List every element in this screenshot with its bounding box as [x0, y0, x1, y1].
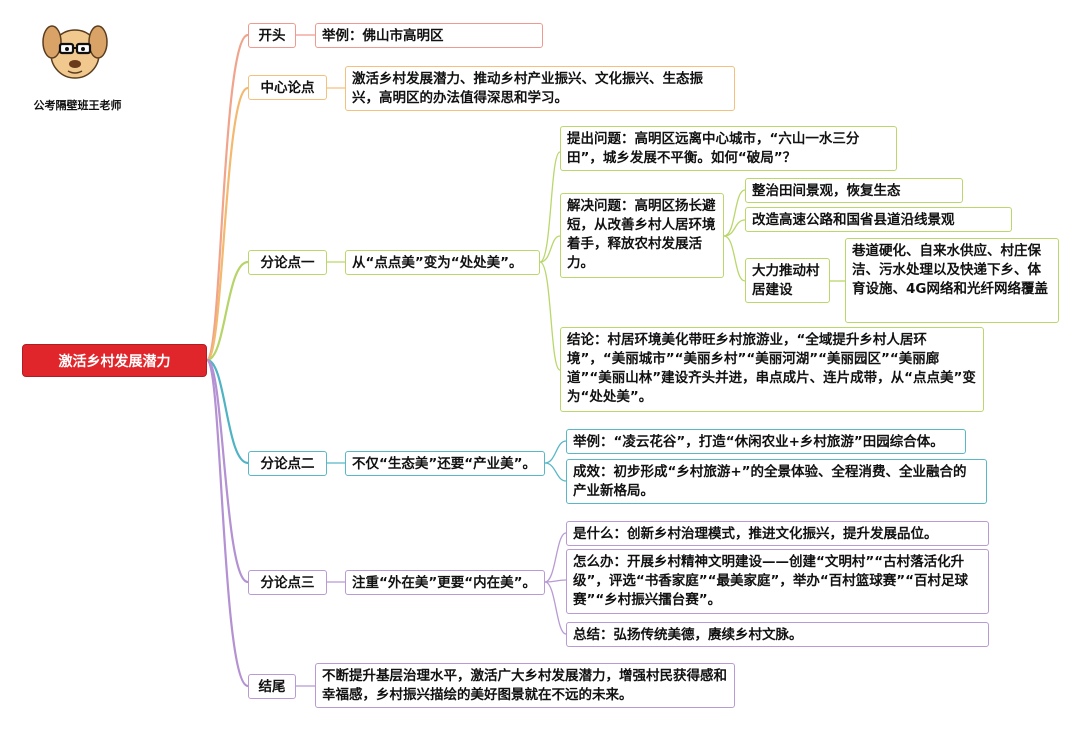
- zhongxin-content[interactable]: 激活乡村发展潜力、推动乡村产业振兴、文化振兴、生态振兴，高明区的办法值得深思和学…: [345, 66, 735, 111]
- fenlun1-problem[interactable]: 提出问题：高明区远离中心城市，“六山一水三分田”，城乡发展不平衡。如何“破局”？: [560, 126, 897, 171]
- connector-root-fenlun3: [207, 360, 248, 582]
- connector-root-jiewei: [207, 360, 248, 686]
- branch-fenlundian-2[interactable]: 分论点二: [248, 451, 327, 476]
- fenlun2-result[interactable]: 成效：初步形成“乡村旅游+”的全景体验、全程消费、全业融合的产业新格局。: [566, 459, 987, 504]
- fenlun3-thesis[interactable]: 注重“外在美”更要“内在美”。: [345, 570, 545, 595]
- fenlun3-summary[interactable]: 总结：弘扬传统美德，赓续乡村文脉。: [566, 622, 989, 647]
- branch-zhongxin-lundian[interactable]: 中心论点: [248, 75, 327, 100]
- fenlun3-what[interactable]: 是什么：创新乡村治理模式，推进文化振兴，提升发展品位。: [566, 521, 989, 546]
- fenlun1-conclusion[interactable]: 结论：村居环境美化带旺乡村旅游业，“全域提升乡村人居环境”，“美丽城市”“美丽乡…: [560, 327, 984, 412]
- solution-item-village-construction[interactable]: 大力推动村居建设: [745, 258, 830, 303]
- branch-jiewei[interactable]: 结尾: [248, 674, 296, 699]
- village-construction-details[interactable]: 巷道硬化、自来水供应、村庄保洁、污水处理以及快递下乡、体育设施、4G网络和光纤网…: [845, 238, 1059, 323]
- fenlun3-how[interactable]: 怎么办：开展乡村精神文明建设——创建“文明村”“古村落活化升级”，评选“书香家庭…: [566, 549, 989, 614]
- fenlun2-thesis[interactable]: 不仅“生态美”还要“产业美”。: [345, 451, 545, 476]
- author-caption: 公考隔壁班王老师: [20, 97, 135, 113]
- jiewei-content[interactable]: 不断提升基层治理水平，激活广大乡村发展潜力，增强村民获得感和幸福感，乡村振兴描绘…: [315, 663, 735, 708]
- fenlun1-solution[interactable]: 解决问题：高明区扬长避短，从改善乡村人居环境着手，释放农村发展活力。: [560, 193, 724, 278]
- fenlun1-thesis[interactable]: 从“点点美”变为“处处美”。: [345, 250, 540, 275]
- branch-fenlundian-3[interactable]: 分论点三: [248, 570, 327, 595]
- solution-item-road-landscape[interactable]: 改造高速公路和国省县道沿线景观: [745, 207, 1012, 232]
- kaitou-example[interactable]: 举例：佛山市高明区: [315, 23, 543, 48]
- fenlun2-example[interactable]: 举例：“凌云花谷”，打造“休闲农业+乡村旅游”田园综合体。: [566, 429, 966, 454]
- root-topic[interactable]: 激活乡村发展潜力: [22, 344, 207, 377]
- branch-kaitou[interactable]: 开头: [248, 23, 296, 48]
- avatar-icon: [40, 20, 110, 82]
- branch-fenlundian-1[interactable]: 分论点一: [248, 250, 327, 275]
- solution-item-field-landscape[interactable]: 整治田间景观，恢复生态: [745, 178, 963, 203]
